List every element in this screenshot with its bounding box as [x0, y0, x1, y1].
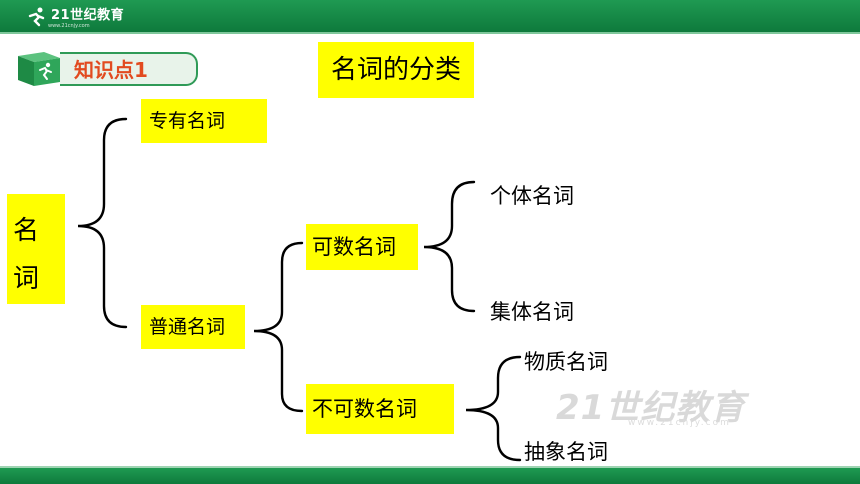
- badge-label: 知识点1: [74, 58, 148, 82]
- running-person-logo-icon: [28, 7, 45, 26]
- node-collective-noun: 集体名词: [490, 300, 574, 324]
- logo-text: 21世纪教育: [51, 8, 125, 23]
- brace-uncountable: [465, 355, 522, 462]
- brand-logo: 21世纪教育 www.21cnjy.com: [26, 4, 124, 29]
- root-char-2: 词: [13, 264, 40, 294]
- node-individual-noun: 个体名词: [490, 184, 574, 208]
- root-node: 名 词: [7, 194, 65, 304]
- node-abstract-noun: 抽象名词: [524, 440, 608, 464]
- root-char-1: 名: [13, 216, 40, 246]
- footer-accent-line: [0, 466, 860, 468]
- brace-countable: [423, 180, 476, 313]
- brace-root: [77, 117, 128, 329]
- node-common-noun: 普通名词: [141, 305, 245, 349]
- node-countable-noun: 可数名词: [306, 224, 418, 270]
- diagram-title: 名词的分类: [318, 42, 474, 98]
- logo-url: www.21cnjy.com: [48, 23, 90, 29]
- watermark-url: www.21cnjy.com: [628, 418, 731, 428]
- header-bar: 21世纪教育 www.21cnjy.com: [0, 0, 860, 32]
- node-uncountable-noun: 不可数名词: [306, 384, 454, 434]
- knowledge-point-badge: [14, 48, 198, 88]
- header-accent-line: [0, 32, 860, 34]
- watermark-logo: 21世纪教育: [556, 388, 746, 428]
- running-person-cube-icon: [18, 52, 60, 86]
- node-material-noun: 物质名词: [524, 350, 608, 374]
- badge-tab: [60, 52, 198, 86]
- node-proper-noun: 专有名词: [141, 99, 267, 143]
- brace-common: [253, 241, 304, 413]
- footer-bar: [0, 468, 860, 484]
